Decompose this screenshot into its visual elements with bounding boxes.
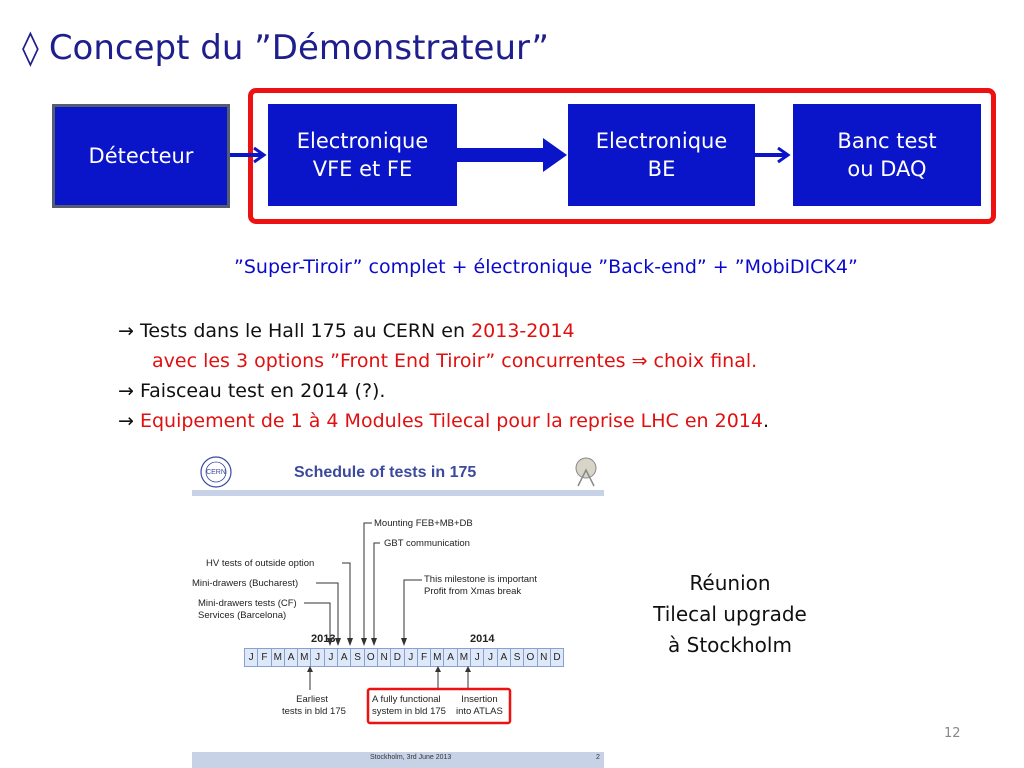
month-cell: J — [245, 649, 259, 666]
label-services-barcelona: Services (Barcelona) — [198, 610, 287, 621]
arrow-vfe-to-be — [457, 138, 567, 172]
schedule-footer-text: Stockholm, 3rd June 2013 — [370, 754, 452, 761]
diamond-icon: ◊ — [22, 28, 39, 68]
reunion-note: Réunion Tilecal upgrade à Stockholm — [640, 568, 820, 661]
month-cell: N — [538, 649, 551, 666]
month-cell: A — [498, 649, 511, 666]
cern-logo-icon: CERN — [200, 456, 232, 488]
schedule-footer-band: Stockholm, 3rd June 2013 2 — [192, 752, 604, 768]
functional-highlight-box — [366, 687, 512, 725]
month-cell: A — [444, 649, 458, 666]
month-cell: J — [484, 649, 498, 666]
schedule-footer-page: 2 — [596, 754, 600, 761]
arrow-detecteur-to-vfe — [230, 146, 267, 164]
schedule-image: CERN Schedule of tests in 175 Mounting F… — [192, 450, 604, 768]
schedule-title: Schedule of tests in 175 — [294, 464, 477, 481]
month-cell: J — [311, 649, 325, 666]
box-detecteur-label: Détecteur — [88, 144, 194, 168]
bullet-1: → Tests dans le Hall 175 au CERN en 2013… — [118, 316, 769, 346]
atlas-logo-icon — [575, 457, 597, 487]
reunion-line-1: Réunion — [689, 571, 771, 595]
label-insertion: Insertion into ATLAS — [456, 694, 503, 718]
month-cell: F — [258, 649, 272, 666]
box-daq-line1: Banc test — [837, 129, 937, 153]
flow-arrows — [230, 138, 791, 172]
box-banc-test-daq: Banc test ou DAQ — [793, 104, 981, 206]
label-gbt: GBT communication — [384, 538, 470, 549]
label-hv-tests: HV tests of outside option — [206, 558, 315, 569]
month-cell: M — [431, 649, 445, 666]
label-earliest: Earliest tests in bld 175 — [282, 694, 346, 718]
month-cell: D — [391, 649, 405, 666]
month-cell: O — [524, 649, 538, 666]
bullet-1-years: 2013-2014 — [471, 320, 575, 342]
slide-title: ◊Concept du ”Démonstrateur” — [22, 28, 549, 68]
bullet-2: → Faisceau test en 2014 (?). — [118, 376, 769, 406]
bullet-list: → Tests dans le Hall 175 au CERN en 2013… — [118, 316, 769, 436]
month-cell: A — [338, 649, 352, 666]
box-electronique-vfe-fe: Electronique VFE et FE — [268, 104, 457, 206]
label-earliest-2: tests in bld 175 — [282, 706, 346, 717]
label-mini-drawers-cf: Mini-drawers tests (CF) — [198, 598, 297, 609]
schedule-header-band — [192, 490, 604, 496]
label-insertion-2: into ATLAS — [456, 706, 503, 717]
label-insertion-1: Insertion — [461, 694, 498, 705]
month-cell: D — [553, 652, 561, 663]
label-functional-1: A fully functional — [372, 694, 441, 705]
month-cell: O — [365, 649, 378, 666]
bullet-1-subline: avec les 3 options ”Front End Tiroir” co… — [152, 350, 758, 372]
reunion-line-3: à Stockholm — [668, 633, 792, 657]
box-vfe-line2: VFE et FE — [312, 157, 413, 181]
arrow-icon: → — [118, 320, 134, 342]
month-cell: F — [418, 649, 432, 666]
box-vfe-line1: Electronique — [296, 129, 429, 153]
month-cell: S — [511, 649, 525, 666]
month-cell: M — [272, 649, 285, 666]
label-functional: A fully functional system in bld 175 — [372, 694, 446, 718]
arrow-be-to-daq — [754, 146, 791, 164]
box-be-line1: Electronique — [595, 129, 728, 153]
bullet-3: → Equipement de 1 à 4 Modules Tilecal po… — [118, 406, 769, 436]
month-timeline: J F M A M J J A S O N D J F M A M J J A … — [244, 648, 565, 667]
slide-title-text: Concept du ”Démonstrateur” — [48, 28, 550, 68]
month-cell: S — [351, 649, 365, 666]
bullet-2-text: Faisceau test en 2014 (?). — [139, 380, 386, 402]
schedule-connectors — [304, 522, 512, 725]
bullet-3-end: . — [762, 410, 770, 432]
month-cell: M — [298, 649, 312, 666]
arrow-icon: → — [118, 410, 134, 432]
label-mini-drawers-bucharest: Mini-drawers (Bucharest) — [192, 578, 299, 589]
label-earliest-1: Earliest — [296, 694, 328, 705]
super-tiroir-caption: ”Super-Tiroir” complet + électronique ”B… — [234, 256, 858, 278]
label-milestone-2: Profit from Xmas break — [424, 586, 522, 597]
cern-logo-text: CERN — [206, 469, 226, 476]
bullet-1-text: Tests dans le Hall 175 au CERN en — [139, 320, 472, 342]
label-milestone-1: This milestone is important — [424, 574, 537, 585]
month-cell: J — [471, 649, 485, 666]
year-2014: 2014 — [470, 633, 495, 645]
month-cell: A — [285, 649, 299, 666]
box-electronique-be: Electronique BE — [568, 104, 755, 206]
label-mounting: Mounting FEB+MB+DB — [374, 518, 473, 529]
box-be-line2: BE — [647, 157, 676, 181]
month-cell: N — [378, 649, 392, 666]
label-functional-2: system in bld 175 — [372, 706, 446, 717]
month-cell: J — [405, 649, 418, 666]
page-number: 12 — [944, 726, 961, 741]
month-cell: J — [325, 649, 339, 666]
reunion-line-2: Tilecal upgrade — [653, 602, 807, 626]
box-daq-line2: ou DAQ — [847, 157, 927, 181]
bullet-3-text: Equipement de 1 à 4 Modules Tilecal pour… — [139, 410, 763, 432]
month-cell: M — [458, 649, 472, 666]
arrow-icon: → — [118, 380, 134, 402]
box-detecteur: Détecteur — [52, 104, 230, 208]
